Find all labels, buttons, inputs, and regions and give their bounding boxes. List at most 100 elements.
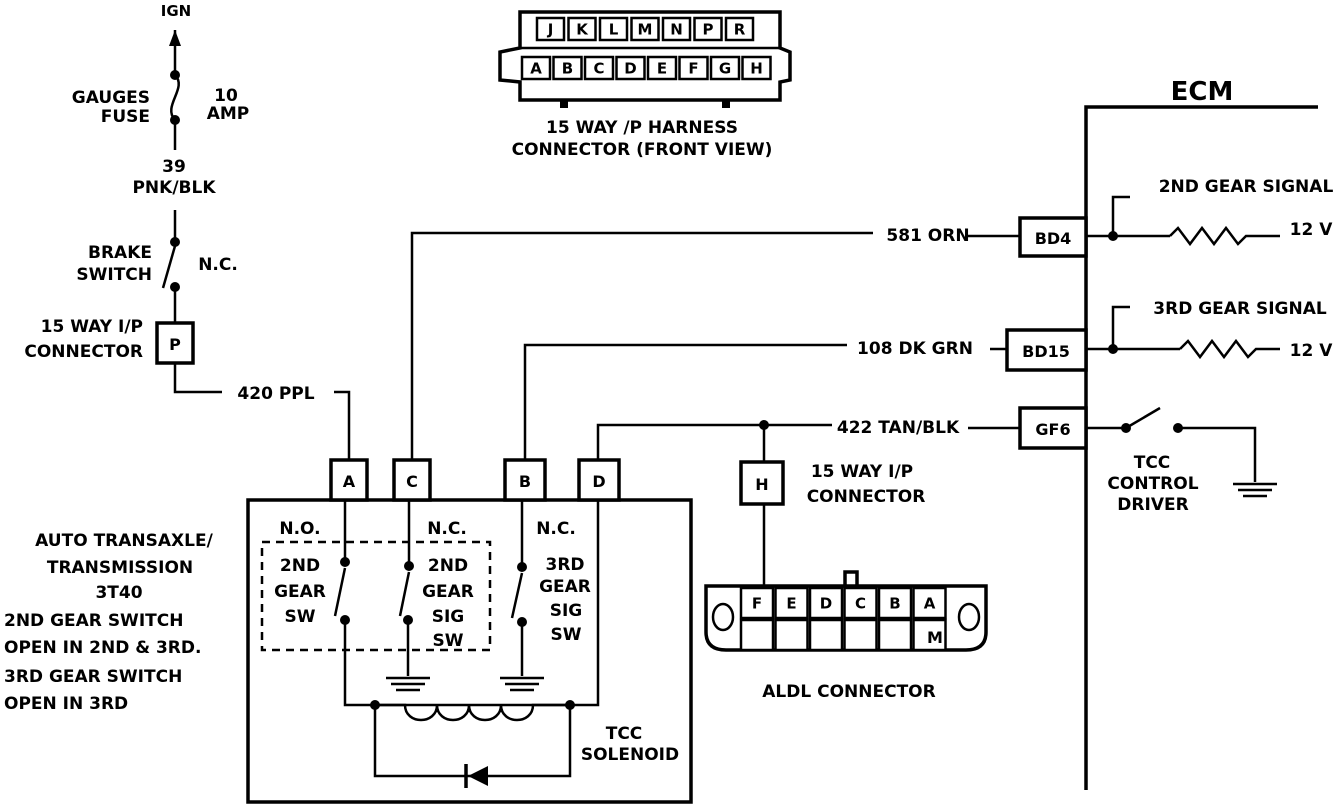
harness-pin-k-cell (567, 16, 597, 42)
ecm-pin-bd15 (1005, 328, 1088, 372)
harness-pin-k-label: K (576, 20, 589, 38)
trans-pin-b (503, 458, 547, 502)
harness-pin-g-label: G (719, 59, 731, 77)
harness-pin-d-cell (615, 55, 646, 81)
harness-pin-l-label: L (609, 20, 619, 38)
brake-switch-nc: N.C. (198, 255, 238, 275)
tcc-driver-label-1: TCC (1134, 453, 1171, 473)
trans-pin-a (329, 458, 369, 502)
aldl-bottom-pins (739, 618, 947, 652)
harness-pin-a-cell (520, 55, 552, 81)
solenoid-label-1: TCC (606, 724, 643, 744)
ecm-pin-bd4 (1018, 216, 1088, 258)
pin-p-label: P (169, 335, 181, 354)
sig2-sw-label-4: SW (433, 631, 464, 651)
aldl-pin-h-label: H (755, 475, 768, 494)
aldl-bottom-pin-2-cell (808, 618, 844, 652)
wire-39-number: 39 (162, 157, 186, 177)
aldl-bottom-pin-3-cell (843, 618, 878, 652)
sig3-sw-label-1: 3RD (545, 555, 584, 575)
harness-pin-b-label: B (562, 59, 573, 77)
ecm-pin-gf6 (1018, 406, 1088, 450)
gear3-sig-switch-icon (510, 572, 524, 619)
aldl-pin-a-cell (912, 586, 947, 620)
volt-a-label: 12 V (1290, 220, 1334, 240)
volt-b-label: 12 V (1290, 341, 1334, 361)
aldl-caption: ALDL CONNECTOR (762, 682, 935, 702)
wire-420-label: 420 PPL (237, 384, 314, 404)
diode-icon (464, 764, 488, 788)
harness-pin-p-cell (693, 16, 723, 42)
aldl-bottom-pin-5-cell (912, 618, 947, 652)
ground-icon (386, 676, 430, 692)
note-line-1: AUTO TRANSAXLE/ (35, 531, 213, 551)
wire-581-label: 581 ORN (886, 226, 969, 246)
aldl-pin-f-cell (739, 586, 775, 620)
bd15-label: BD15 (1022, 342, 1070, 361)
trans-pin-d-label: D (592, 472, 605, 491)
sig3-sw-label-2: GEAR (539, 577, 591, 597)
ground-icon (1233, 482, 1277, 498)
wire-422-label: 422 TAN/BLK (837, 418, 960, 438)
aldl-pin-d-cell (808, 586, 844, 620)
trans-pin-c-label: C (406, 472, 418, 491)
harness-pin-e-cell (646, 55, 678, 81)
sig3-sw-label-4: SW (551, 625, 582, 645)
gear2-sig-switch-icon (398, 571, 411, 617)
harness-pin-f-label: F (688, 59, 698, 77)
fuse-name-1: GAUGES (72, 88, 150, 108)
ip-connector-label-1: 15 WAY I/P (41, 317, 143, 337)
resistor-2nd-icon (1169, 225, 1280, 247)
aldl-pin-b-label: B (889, 594, 900, 612)
tcc-driver-switch-icon (1125, 406, 1161, 430)
harness-pin-d-label: D (624, 59, 636, 77)
harness-pin-c-cell (583, 55, 615, 81)
aldl-pin-m-label: M (927, 628, 943, 647)
tcc-driver-label-2: CONTROL (1107, 474, 1198, 494)
no-label: N.O. (279, 519, 320, 539)
harness-pin-j-label: J (547, 20, 554, 38)
fuse-name-2: FUSE (101, 107, 150, 127)
harness-pin-f-cell (678, 55, 709, 81)
sig2-sw-label-2: GEAR (422, 582, 474, 602)
harness-pin-c-label: C (593, 59, 604, 77)
aldl-ip-label-1: 15 WAY I/P (811, 462, 913, 482)
aldl-pin-a-label: A (924, 594, 936, 612)
harness-pin-g-cell (709, 55, 741, 81)
gf6-label: GF6 (1035, 420, 1070, 439)
fuse-rating-2: AMP (207, 104, 250, 124)
aldl-pin-b-cell (877, 586, 913, 620)
note-line-2: TRANSMISSION (47, 558, 193, 578)
gear2-switch-icon (333, 567, 347, 617)
trans-pin-a-label: A (343, 472, 356, 491)
trans-pin-b-label: B (519, 472, 531, 491)
nc-label-b: N.C. (536, 519, 576, 539)
harness-pin-a-label: A (530, 59, 542, 77)
transmission: A C B D N.O. N.C. N.C. (246, 458, 693, 804)
fuse-icon (170, 74, 180, 121)
harness-pin-n-label: N (670, 20, 683, 38)
aldl-pin-h (739, 460, 785, 506)
aldl-pin-e-cell (774, 586, 809, 620)
aldl-pin-c-label: C (855, 594, 866, 612)
harness-pin-r-cell (724, 16, 755, 42)
harness-pin-e-label: E (657, 59, 667, 77)
ip-connector-label-2: CONNECTOR (24, 342, 143, 362)
wire-108-label: 108 DK GRN (857, 339, 973, 359)
sig3-label: 3RD GEAR SIGNAL (1153, 299, 1327, 319)
ecm-title: ECM (1171, 77, 1234, 107)
aldl-ip-label-2: CONNECTOR (807, 487, 926, 507)
nc-label-a: N.C. (427, 519, 467, 539)
sig2-label: 2ND GEAR SIGNAL (1159, 177, 1334, 197)
note-line-3: 3T40 (95, 583, 142, 603)
solenoid-coil-icon (375, 703, 570, 722)
tcc-driver-label-3: DRIVER (1117, 495, 1188, 515)
side-note: AUTO TRANSAXLE/ TRANSMISSION 3T40 2ND GE… (4, 531, 214, 714)
harness-pin-p-label: P (703, 20, 714, 38)
trans-pin-c (392, 458, 432, 502)
note-line-5: OPEN IN 2ND & 3RD. (4, 638, 201, 658)
